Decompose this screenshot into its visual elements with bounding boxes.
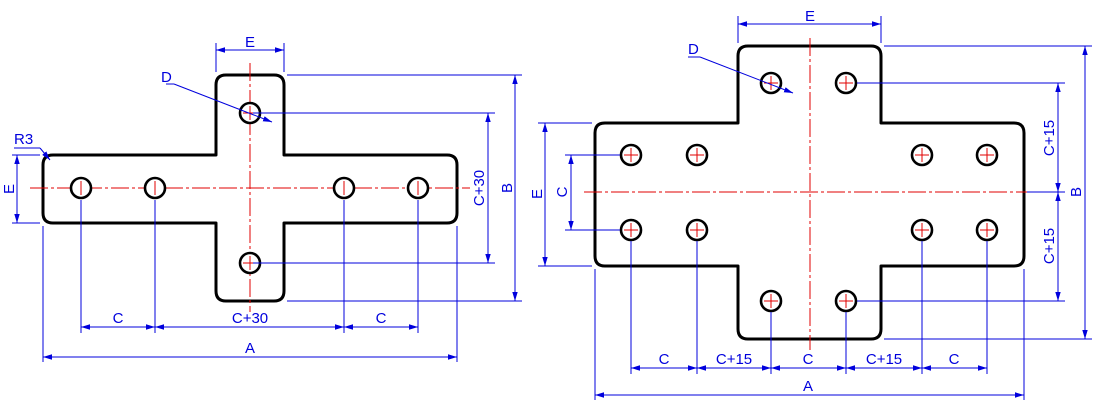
left-dim-c-right: C (376, 310, 387, 327)
right-dim-c-2: C (803, 351, 814, 368)
left-dim-c-left: C (113, 310, 124, 327)
right-dim-c-left: C (554, 186, 571, 197)
right-plate-outline (593, 44, 1026, 341)
right-holes (619, 71, 999, 313)
right-dim-e-left: E (529, 189, 546, 199)
left-cross-plate-drawing: E D R3 E C+30 B (1, 34, 522, 362)
left-dim-cp30-right: C+30 (471, 170, 488, 206)
left-dim-b: B (499, 183, 516, 193)
left-dim-d: D (161, 69, 172, 86)
right-dim-e-top: E (805, 8, 815, 25)
right-dim-b: B (1068, 187, 1085, 197)
right-dim-cp15-lower: C+15 (1041, 228, 1058, 264)
left-dim-cp30-bottom: C+30 (232, 310, 268, 327)
left-dim-e-left: E (1, 184, 18, 194)
right-cross-plate-drawing: E D E C C+15 C+15 (529, 8, 1092, 400)
right-dim-c-3: C (949, 351, 960, 368)
right-dim-a: A (803, 378, 813, 395)
left-dimensions: E D R3 E C+30 B (1, 34, 522, 362)
left-holes (69, 101, 430, 275)
right-dim-cp15-2: C+15 (866, 351, 902, 368)
right-dim-c-1: C (659, 351, 670, 368)
right-dimensions: E D E C C+15 C+15 (529, 8, 1092, 400)
left-dim-e-top: E (245, 34, 255, 51)
left-dim-r3: R3 (14, 131, 33, 148)
right-dim-d: D (688, 41, 699, 58)
right-dim-cp15-upper: C+15 (1041, 120, 1058, 156)
left-dim-a: A (245, 340, 255, 357)
right-dim-cp15-1: C+15 (716, 351, 752, 368)
